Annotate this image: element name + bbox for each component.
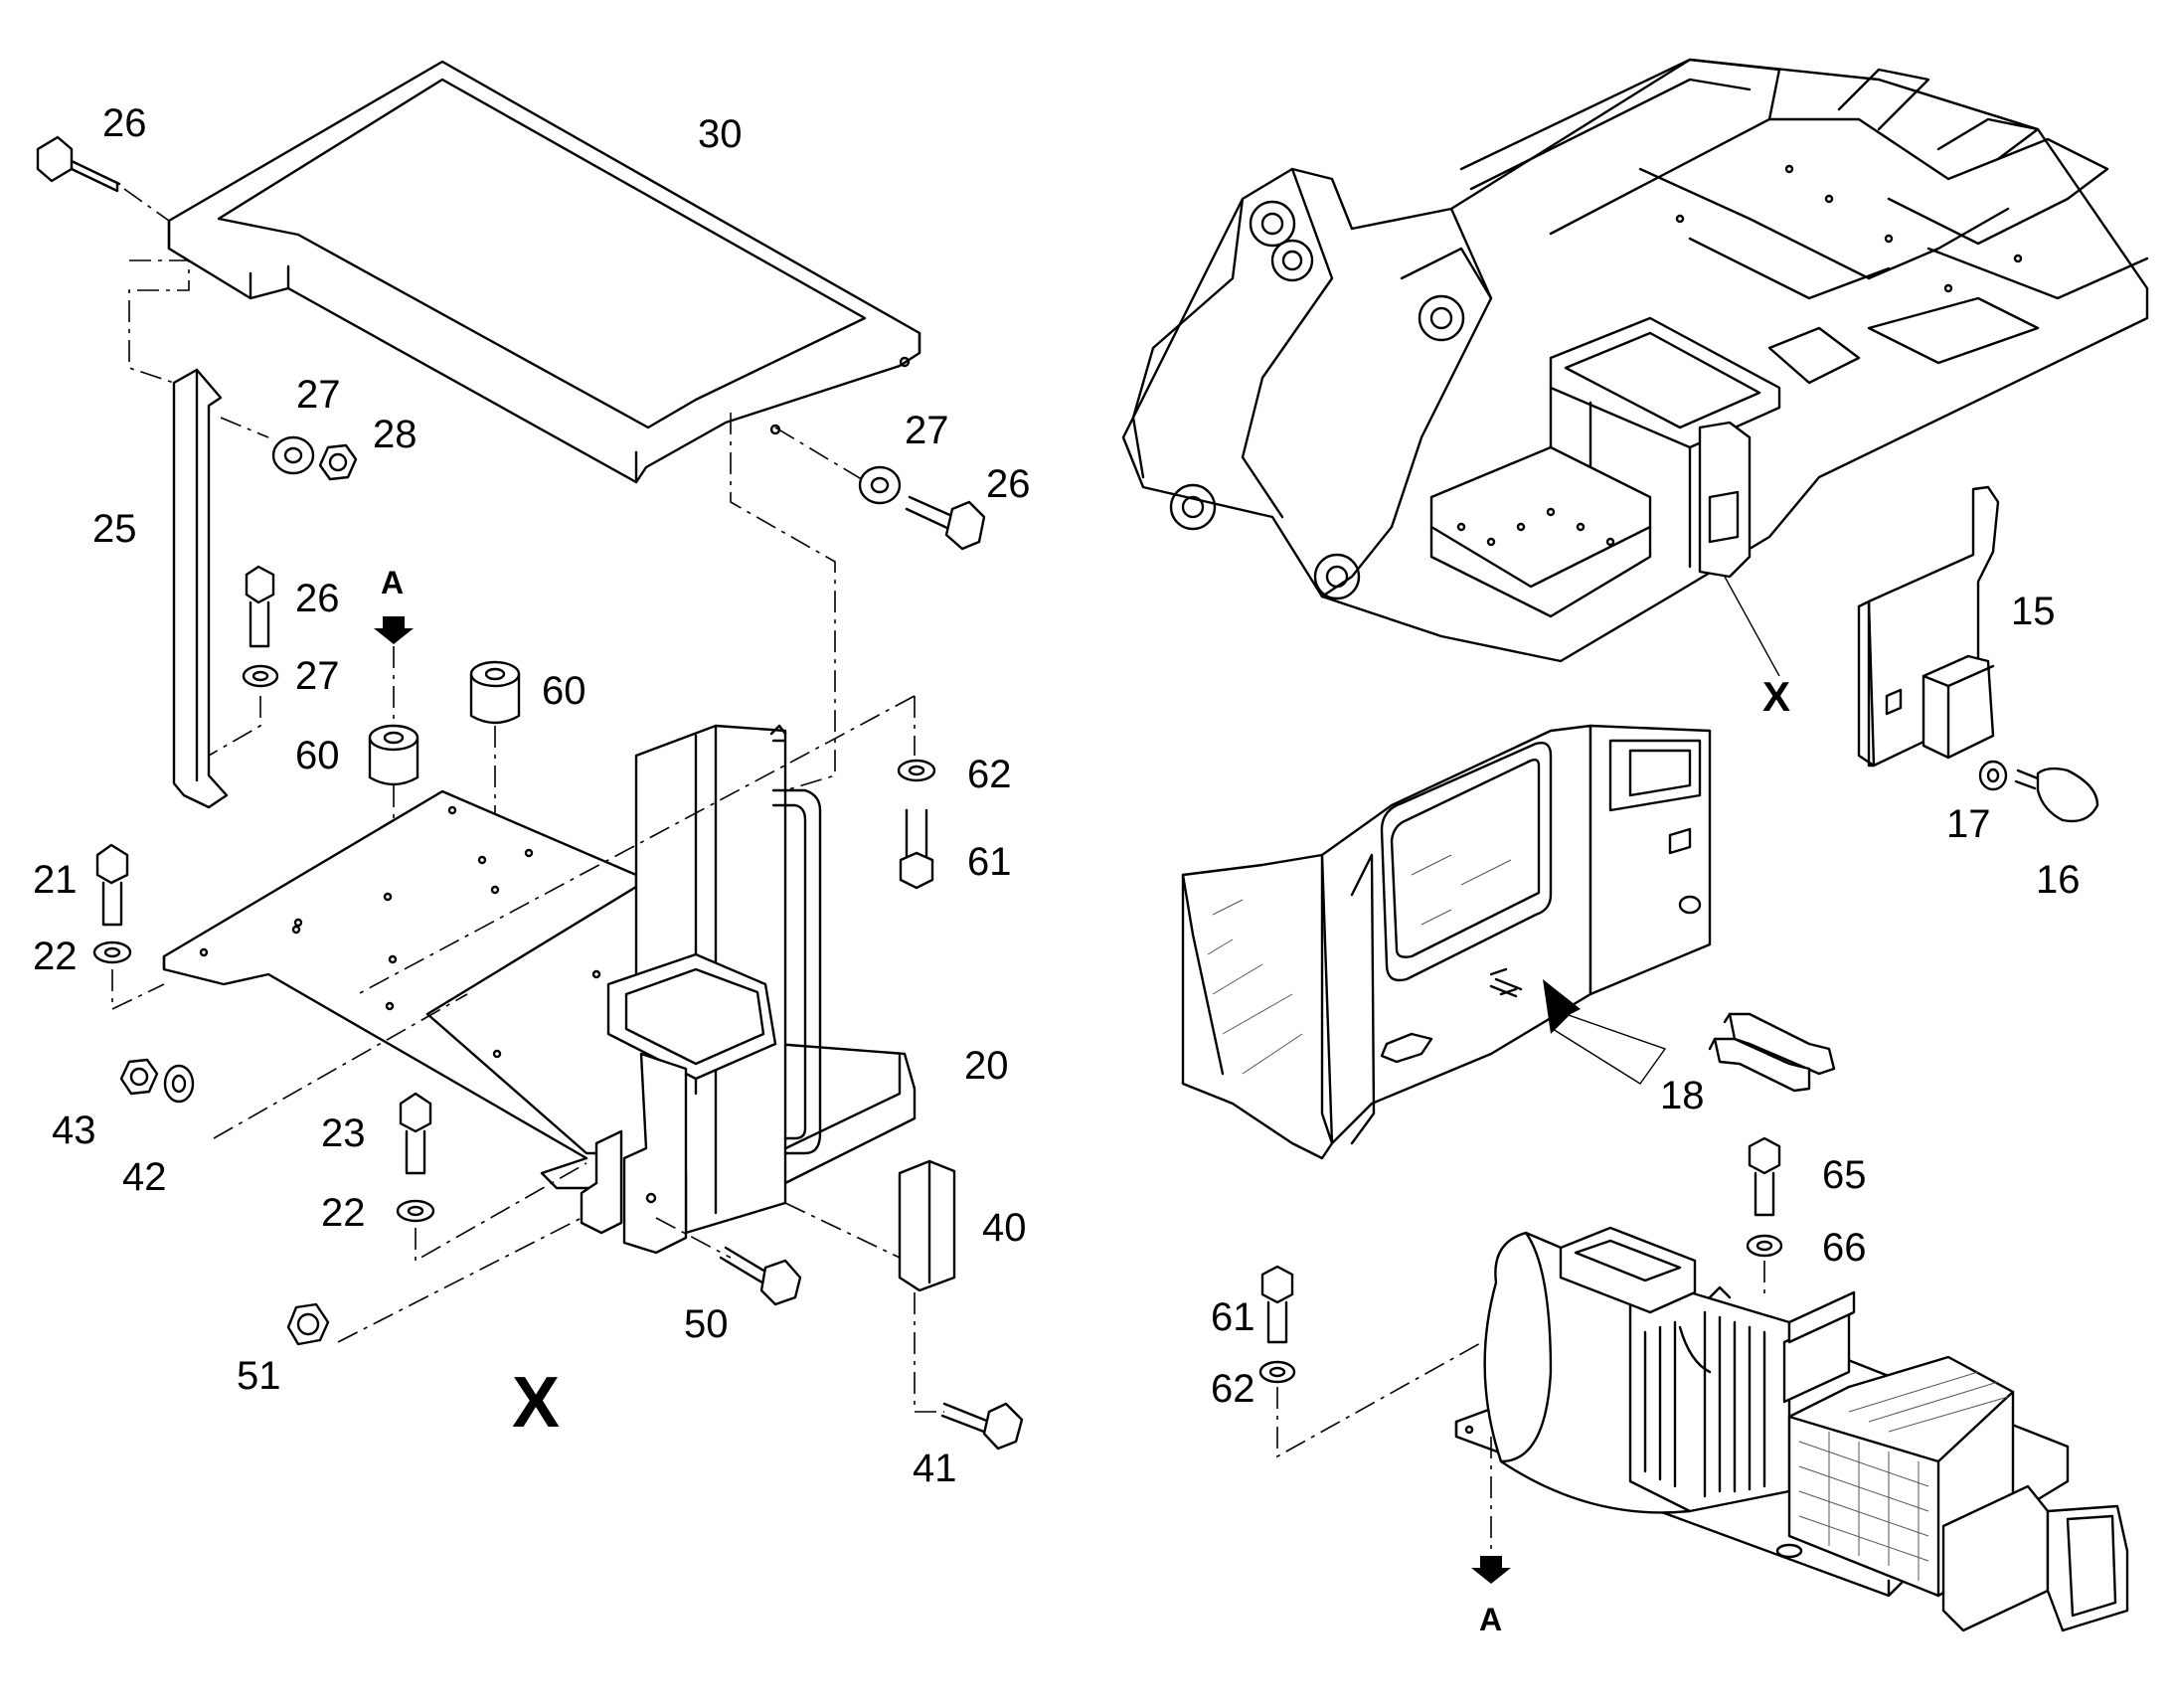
washer-part: [271, 435, 315, 475]
callout-number: 26: [986, 462, 1031, 506]
detail-label: X: [1762, 673, 1790, 720]
detail-label: X: [512, 1363, 560, 1443]
door-key-part: [1489, 977, 1836, 1093]
bolt-part: [399, 1092, 432, 1175]
view-label: A: [1479, 1602, 1502, 1637]
motor-unit-part: [1454, 1226, 2129, 1632]
washer-part: [242, 664, 279, 688]
callout-number: 27: [295, 654, 340, 698]
callout-number: 25: [92, 507, 137, 551]
callout-number: 62: [1211, 1367, 1255, 1411]
callout-number: 60: [542, 669, 586, 713]
callout-number: 51: [237, 1354, 281, 1398]
bolt-part: [940, 1402, 1024, 1451]
bolt-part: [719, 1246, 802, 1306]
callout-number: 22: [33, 935, 78, 978]
callout-number: 28: [373, 413, 418, 456]
callout-number: 61: [967, 840, 1012, 884]
spacer-part: [469, 660, 521, 725]
callout-number: 60: [295, 734, 340, 777]
fuse-box-part: [1857, 485, 2000, 768]
bolt-part: [95, 843, 129, 927]
bolt-part: [36, 135, 121, 193]
holder-body-part: [580, 724, 917, 1255]
callout-number: 21: [33, 858, 78, 902]
bolt-part: [245, 565, 275, 648]
bracket-strip-part: [172, 368, 229, 809]
nut-part: [119, 1058, 159, 1096]
callout-number: 42: [122, 1155, 167, 1199]
washer-part: [897, 759, 936, 782]
callout-number: 43: [52, 1109, 96, 1152]
washer-part: [396, 1199, 435, 1223]
view-label: A: [381, 565, 404, 600]
clip-part: [898, 1159, 956, 1292]
callout-number: 41: [913, 1447, 957, 1490]
bolt-part: [1260, 1265, 1294, 1344]
washer-part: [858, 465, 902, 505]
view-a-arrow-icon: [374, 616, 414, 644]
callout-number: 50: [684, 1302, 729, 1346]
pointer-arrow-icon: [1543, 979, 1667, 1085]
callout-number: 18: [1660, 1074, 1705, 1117]
bolt-part: [1748, 1136, 1781, 1217]
callout-number: 16: [2036, 858, 2081, 902]
callout-number: 20: [964, 1044, 1009, 1088]
cover-tray-part: [167, 60, 921, 484]
callout-number: 15: [2011, 590, 2056, 633]
bolt-part: [905, 495, 986, 551]
callout-number: 66: [1822, 1226, 1867, 1270]
callout-number: 61: [1211, 1295, 1255, 1339]
callout-number: 27: [296, 373, 341, 417]
washer-part: [163, 1064, 195, 1104]
cap-part: [2014, 767, 2099, 823]
callout-number: 62: [967, 753, 1012, 796]
machine-frame-illustration: [1121, 58, 2149, 677]
callout-number: 26: [295, 577, 340, 620]
base-plate-part: [162, 789, 638, 1190]
callout-number: 27: [905, 409, 949, 452]
bolt-part: [899, 808, 934, 890]
callout-number: 17: [1946, 802, 1991, 846]
nut-part: [286, 1302, 330, 1346]
callout-number: 23: [321, 1111, 366, 1155]
callout-number: 65: [1822, 1153, 1867, 1197]
nut-part: [318, 443, 358, 481]
view-a-arrow-icon: [1471, 1556, 1511, 1584]
washer-part: [1746, 1234, 1783, 1258]
callout-number: 40: [982, 1206, 1027, 1250]
callout-number: 30: [698, 112, 743, 156]
washer-part: [92, 940, 132, 964]
cab-door-illustration: [1181, 724, 1712, 1160]
spacer-part: [368, 724, 419, 786]
callout-number: 22: [321, 1191, 366, 1235]
washer-part: [1258, 1360, 1296, 1384]
callout-number: 26: [102, 101, 147, 145]
washer-part: [1978, 760, 2008, 791]
